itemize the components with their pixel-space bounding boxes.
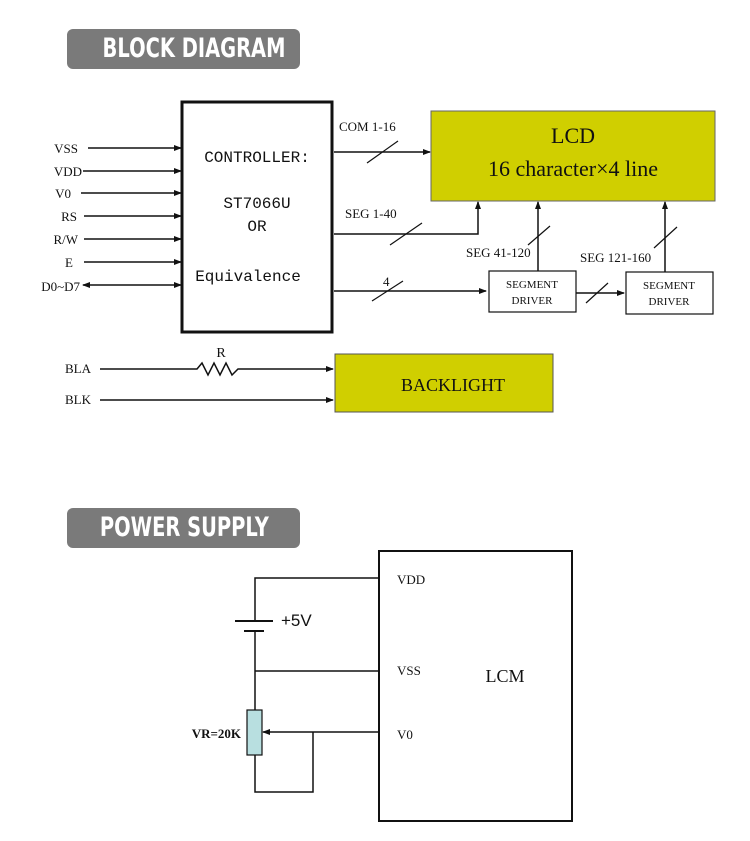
pin-label-bla: BLA [65,361,92,376]
lcm-pin-v0: V0 [397,727,413,742]
controller-block [180,100,334,334]
lcm-pin-vss: VSS [397,663,421,678]
pin-label-vss: VSS [54,141,78,156]
pin-label-blk: BLK [65,392,92,407]
bus-label-seg1: SEG 1-40 [345,206,397,221]
bus-slash-driver-link [585,282,609,304]
segment-driver-2-line1: SEGMENT [643,280,695,292]
battery-label: +5V [281,611,312,630]
segment-driver-1-line2: DRIVER [512,295,554,307]
block-diagram-heading: BLOCK DIAGRAM [67,29,300,69]
controller-chip: ST7066U [223,195,290,213]
lcm-pin-vdd: VDD [397,572,425,587]
bus-slash-com [366,140,399,164]
lcm-block [378,550,573,822]
bus-label-seg2: SEG 41-120 [466,245,531,260]
lcm-label: LCM [485,666,524,686]
power-supply-heading: POWER SUPPLY [67,508,300,548]
lcd-spec: 16 character×4 line [488,156,658,181]
segment-driver-2 [625,271,714,315]
bus-slash-4 [371,280,404,302]
bus-line-seg1 [334,201,481,235]
block-diagram-heading-text: BLOCK DIAGRAM [102,33,286,64]
resistor-label: R [216,346,226,361]
input-pins: VSS VDD V0 RS R/W E D0~D7 [41,141,182,294]
pin-label-rs: RS [61,209,77,224]
lcd-title: LCD [551,123,595,148]
lcd-block [430,110,716,202]
controller-title: CONTROLLER: [204,149,310,167]
potentiometer-label: VR=20K [192,726,242,741]
pot-loop-wire [254,732,314,793]
controller-equivalence: Equivalence [195,268,301,286]
bus-slash-seg2 [527,225,551,246]
bus-slash-seg3 [653,226,678,249]
vdd-wire [254,577,379,620]
backlight-label: BACKLIGHT [401,375,505,395]
segment-driver-2-line2: DRIVER [649,296,691,308]
pin-label-rw: R/W [53,232,78,247]
pin-label-e: E [65,255,73,270]
segment-driver-1-line1: SEGMENT [506,279,558,291]
potentiometer [246,709,263,756]
bus-label-com: COM 1-16 [339,119,396,134]
bus-slash-seg1 [389,222,423,246]
segment-driver-1 [488,270,577,313]
pin-label-d0-d7: D0~D7 [41,279,80,294]
pin-label-vdd: VDD [54,164,82,179]
pin-label-v0: V0 [55,186,71,201]
bla-line-with-resistor [100,361,334,377]
bus-label-seg3: SEG 121-160 [580,250,651,265]
controller-or: OR [247,218,267,236]
bus-label-4: 4 [383,274,390,289]
backlight-block [334,353,554,413]
power-supply-heading-text: POWER SUPPLY [99,512,269,543]
